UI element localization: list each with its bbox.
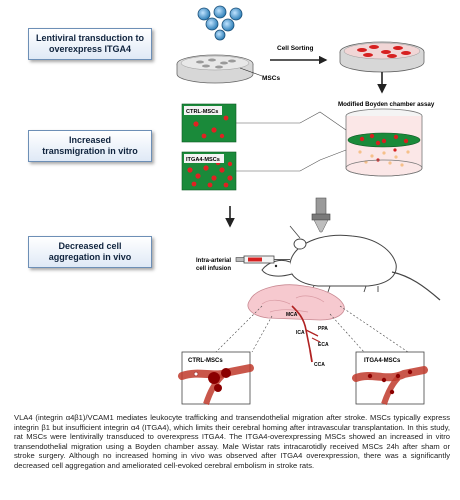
mca-label: MCA	[286, 312, 298, 318]
microscope-icon	[311, 197, 331, 233]
petri-dish-mscs	[176, 54, 263, 84]
ica-label: ICA	[296, 330, 305, 336]
step2-line1: Increased	[68, 135, 112, 145]
ctrl-mscs-label: CTRL-MSCs	[188, 358, 223, 364]
ppa-label: PPA	[318, 326, 328, 332]
brain-illustration	[247, 284, 345, 363]
itga4-vessel-panel	[352, 351, 428, 405]
illustration: MSCs Cell Sorting Modified Boyden chambe…	[176, 5, 441, 405]
petri-dish-sorted	[339, 41, 425, 73]
cell-sorting-label: Cell Sorting	[277, 45, 314, 52]
infusion-line1: Intra-arterial	[196, 258, 231, 264]
syringe-icon	[235, 255, 290, 264]
step1-line2: overexpress ITGA4	[48, 44, 132, 54]
ctrl-vessel-panel	[178, 351, 254, 405]
step1-line1: Lentiviral transduction to	[35, 33, 144, 43]
boyden-label: Modified Boyden chamber assay	[338, 101, 435, 108]
caption-text: VLA4 (integrin α4β1)/VCAM1 mediates leuk…	[14, 413, 450, 470]
mscs-label: MSCs	[262, 75, 280, 82]
virus-icon	[197, 5, 243, 41]
ctrl-membrane-image	[181, 103, 237, 143]
figure: Lentiviral transduction to overexpress I…	[28, 5, 441, 405]
step3-box: Decreased cell aggregation in vivo	[28, 236, 152, 268]
ctrl-mscs-small-label: CTRL-MSCs	[186, 109, 218, 115]
cca-label: CCA	[314, 362, 325, 368]
infusion-line2: cell infusion	[196, 266, 231, 272]
step2-line2: transmigration in vitro	[42, 146, 138, 156]
boyden-chamber	[345, 108, 423, 177]
itga4-membrane-image	[181, 151, 237, 191]
step3-line2: aggregation in vivo	[48, 252, 132, 262]
step3-line1: Decreased cell	[58, 241, 122, 251]
itga4-mscs-label: ITGA4-MSCs	[364, 358, 401, 364]
step2-box: Increased transmigration in vitro	[28, 130, 152, 162]
itga4-mscs-small-label: ITGA4-MSCs	[186, 157, 220, 163]
eca-label: ECA	[318, 342, 329, 348]
step1-box: Lentiviral transduction to overexpress I…	[28, 28, 152, 60]
rat-illustration	[261, 225, 441, 301]
